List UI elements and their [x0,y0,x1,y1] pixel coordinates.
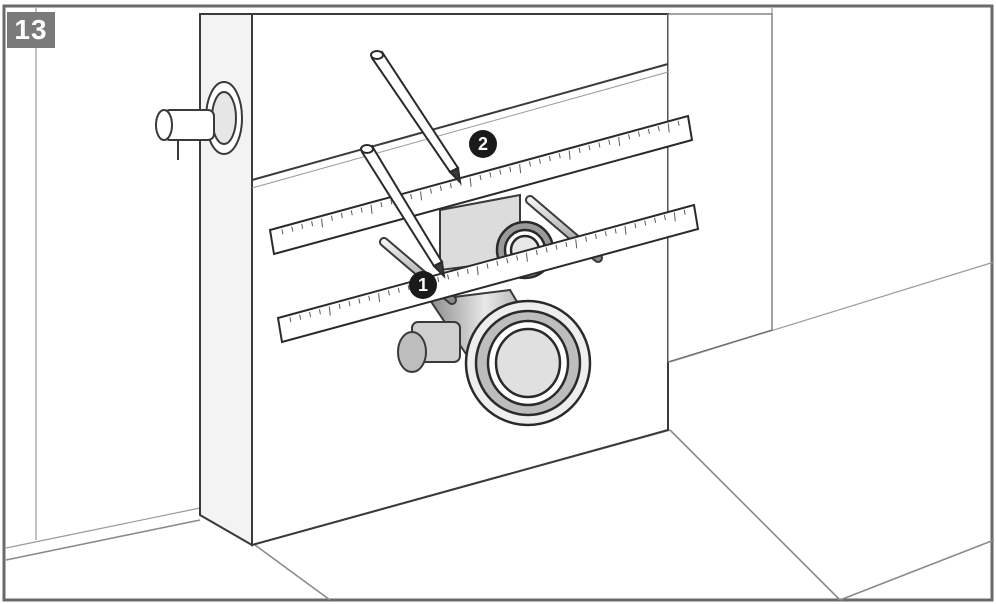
ruler-tick [380,202,383,208]
ruler-tick [420,191,423,201]
ruler-tick [437,276,440,283]
ruler-tick [667,123,670,133]
ruler-tick [368,295,371,301]
ruler-tick [578,147,581,153]
ruler-tick [538,158,541,164]
ruler-tick [525,252,528,262]
ruler-tick [558,153,561,159]
ruler-tick [545,247,548,253]
ruler-tick [535,249,538,256]
ruler-tick [677,120,680,126]
ruler-tick [489,172,492,178]
ruler-tick [647,128,650,134]
ruler-tick [309,311,312,318]
ruler-tick [479,174,482,181]
ruler-tick [654,217,657,223]
ruler-tick [370,204,373,214]
ruler-tick [328,306,331,316]
pencil-upper [370,50,462,185]
ruler-tick [439,185,442,191]
ruler-tick [449,183,452,189]
ruler-tick [683,209,686,215]
ruler-tick [407,284,410,291]
ruler-tick [340,212,343,219]
pencil-lower [360,144,446,279]
ruler-tick [565,241,568,248]
ruler-tick [330,215,333,221]
ruler-tick [624,225,627,235]
ruler-tick [429,188,432,194]
ruler-tick [299,314,302,320]
ruler-tick [594,233,597,240]
ruler-tick [447,274,450,280]
step-number-badge: 13 [7,12,55,48]
ruler-tick [321,218,324,228]
ruler-tick [410,193,413,200]
ruler-tick [466,268,469,274]
ruler-tick [348,301,351,307]
lower-ruler [276,203,700,344]
ruler-tick [634,223,637,229]
ruler-tick [585,236,588,242]
ruler-tick [588,145,591,151]
ruler-tick [318,309,321,315]
ruler-tick [387,290,390,296]
ruler-tick [338,303,341,309]
ruler-tick [519,164,522,174]
ruler-tick [608,139,611,145]
drain-connector [464,299,592,427]
ruler-tick [657,126,660,132]
ruler-tick [555,244,558,250]
ruler-tick [456,271,459,277]
ruler-tick [604,231,607,237]
ruler-tick [350,210,353,216]
ruler-tick [360,207,363,213]
ruler-tick [358,298,361,304]
ruler-tick [499,169,502,175]
ruler-tick [311,221,314,227]
ruler-tick [568,150,571,160]
ruler-tick [397,287,400,293]
ruler-tick [644,220,647,226]
ruler-tick [476,266,479,276]
ruler-tick [506,258,509,264]
flush-valve [155,81,243,160]
ruler-tick [390,199,393,205]
callout-marker-2: 2 [469,130,497,158]
ruler-tick [516,255,519,261]
ruler-tick [673,212,676,222]
ruler-tick [469,177,472,187]
ruler-tick [289,317,292,323]
ruler-tick [663,214,666,221]
ruler-tick [378,293,381,303]
ruler-tick [281,229,284,235]
ruler-tick [628,134,631,140]
ruler-tick [614,228,617,234]
ruler-tick [301,223,304,229]
ruler-tick [509,166,512,172]
callout-marker-1: 1 [409,271,437,299]
upper-ruler [268,114,694,256]
ruler-tick [529,161,532,167]
ruler-tick [637,131,640,137]
ruler-tick [618,136,621,147]
ruler-tick [486,263,489,269]
ruler-tick [548,155,551,162]
ruler-tick [291,226,294,232]
ruler-tick [496,260,499,266]
ruler-tick [575,239,578,249]
ruler-tick [598,142,601,148]
